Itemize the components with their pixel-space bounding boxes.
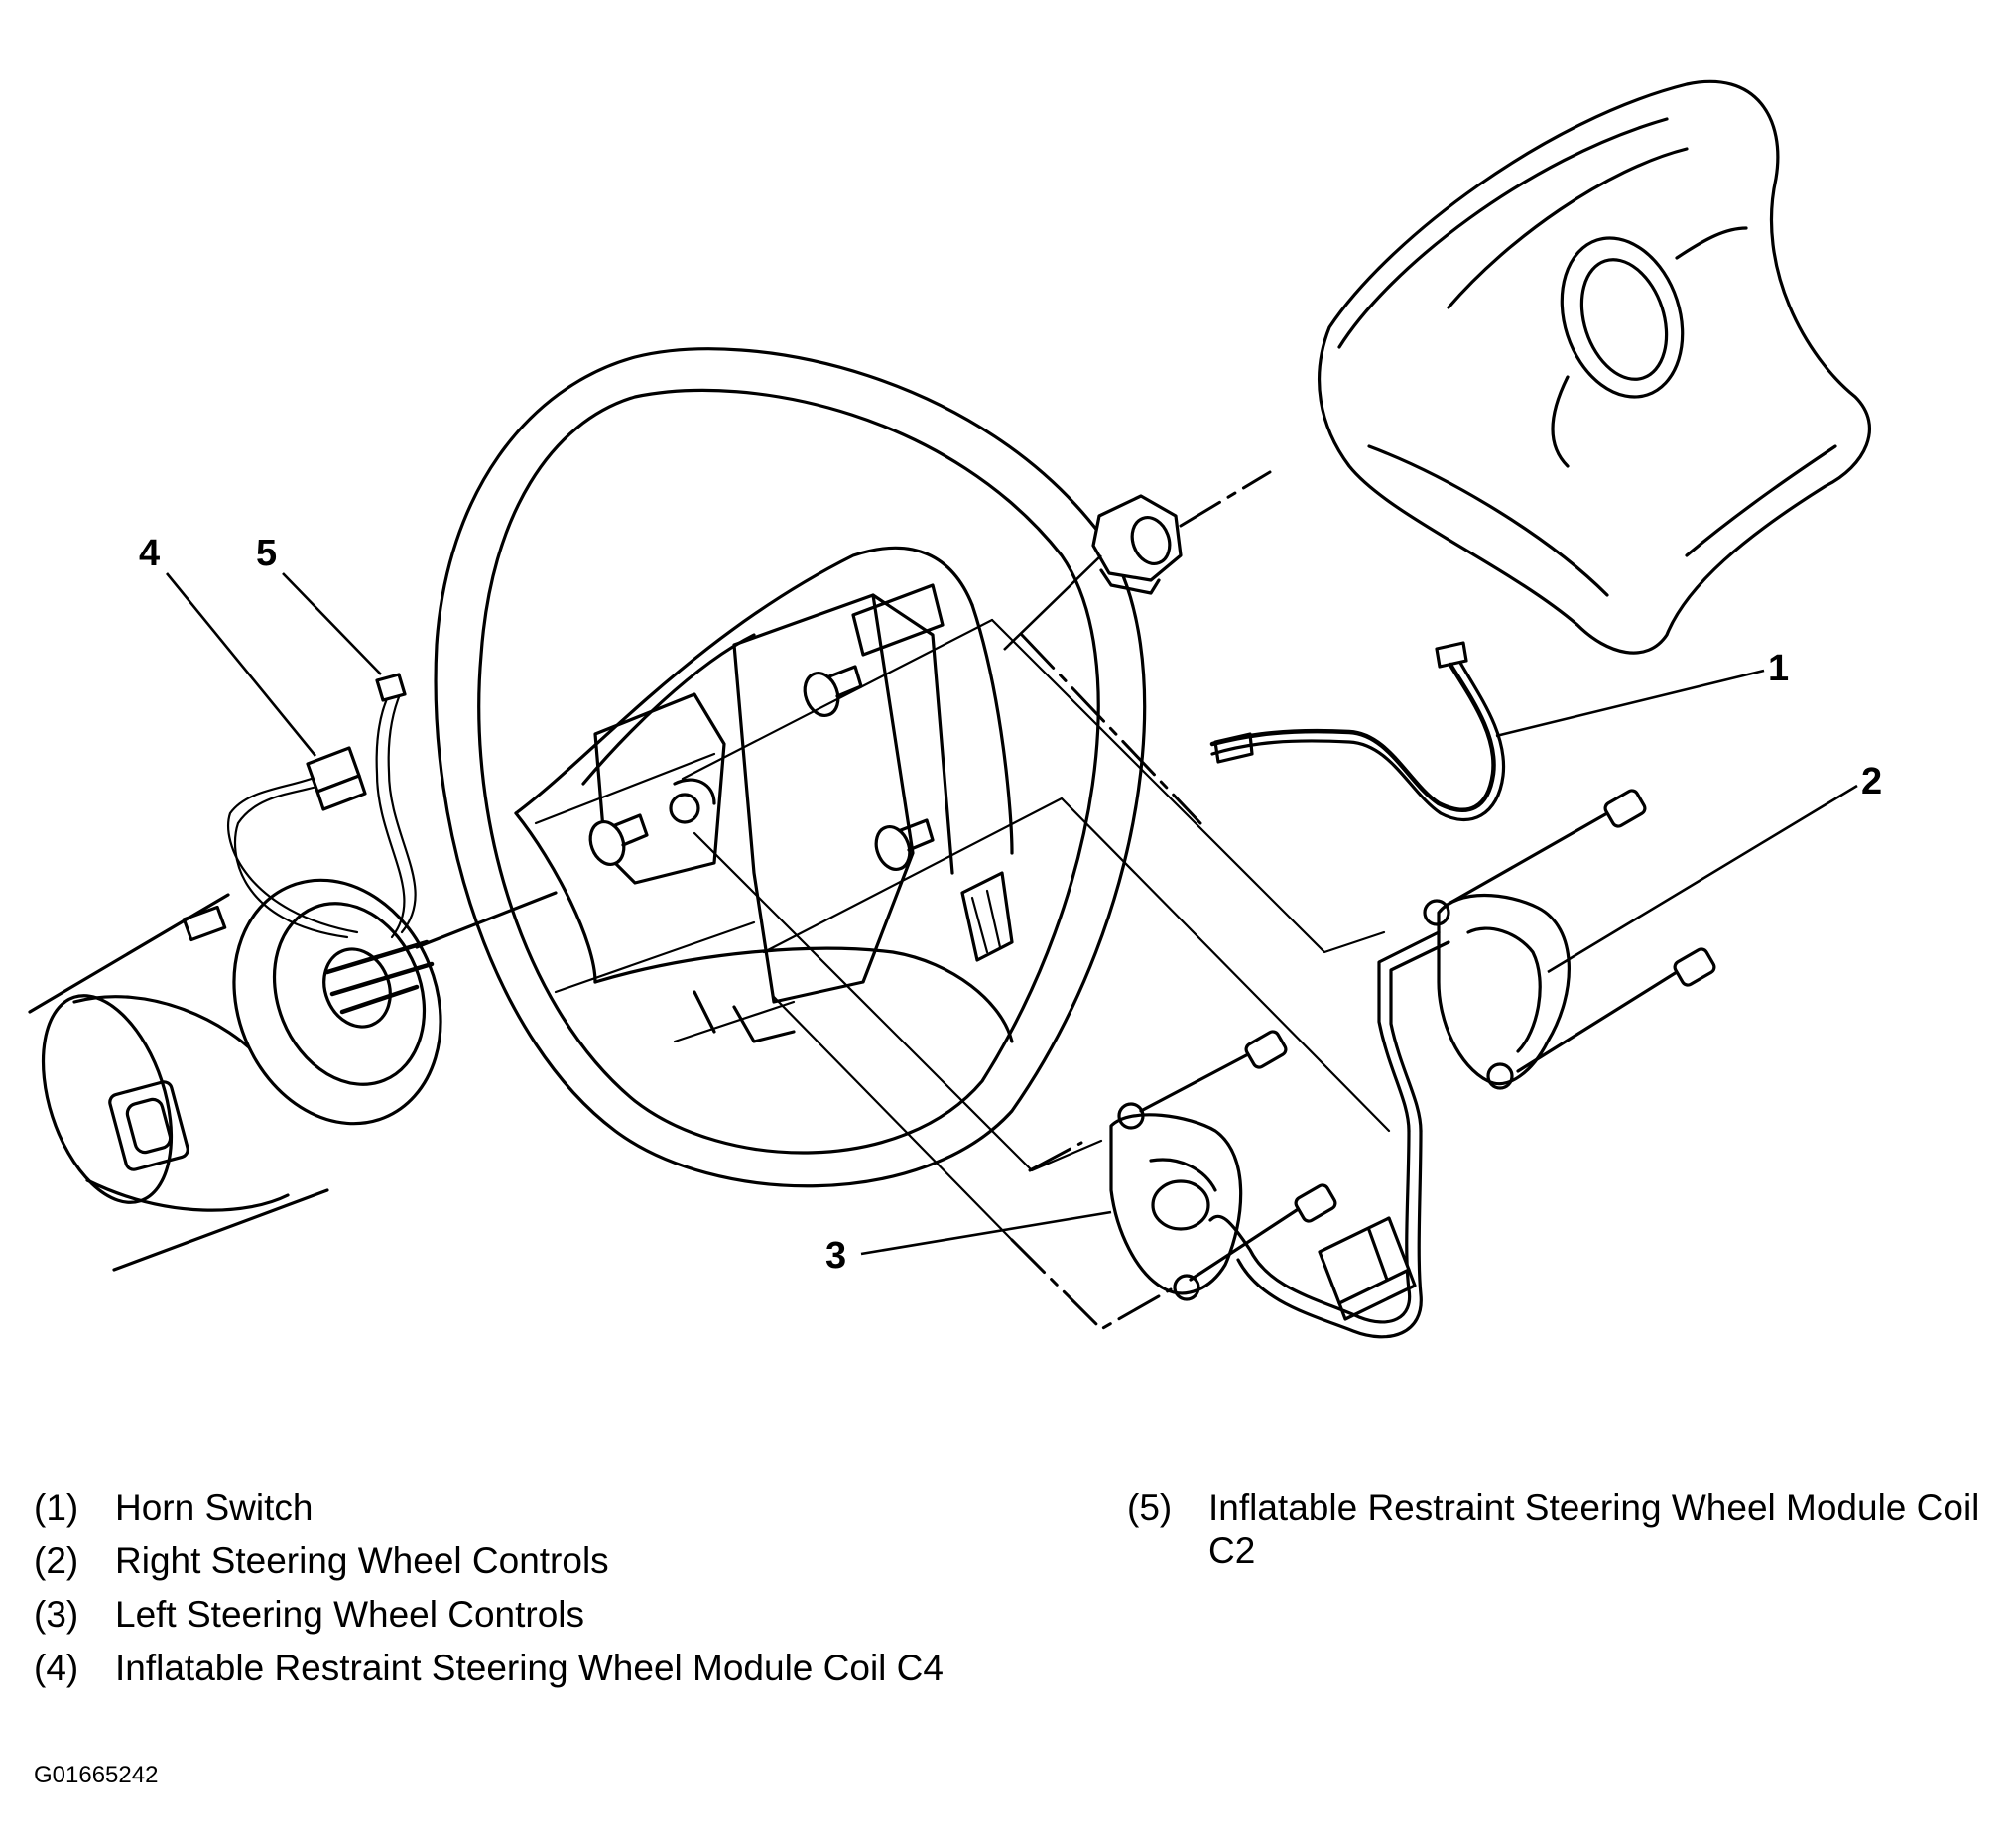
legend-number: (5) — [1127, 1487, 1173, 1528]
steering-wheel — [434, 347, 1147, 1188]
steering-wheel-exploded-diagram: 4 5 — [28, 79, 1882, 1339]
steering-wheel-nut — [1091, 494, 1183, 595]
legend-number: (3) — [34, 1594, 79, 1635]
callout-5: 5 — [256, 533, 277, 574]
legend-item-right-controls: (2) Right Steering Wheel Controls — [34, 1539, 1026, 1583]
legend-text: Horn Switch — [115, 1487, 314, 1528]
legend-text: Right Steering Wheel Controls — [115, 1540, 609, 1581]
figure-id: G01665242 — [34, 1762, 159, 1788]
callout-3: 3 — [825, 1235, 846, 1277]
legend-number: (1) — [34, 1487, 79, 1528]
left-control-screw — [1139, 1030, 1288, 1113]
inflatable-restraint-coil — [227, 690, 558, 1126]
wheel-stud — [588, 813, 649, 866]
inflatable-restraint-module — [1318, 79, 1872, 655]
horn-switch-harness — [1209, 641, 1506, 822]
wheel-stud — [803, 665, 863, 717]
alignment-lines — [534, 618, 1391, 1331]
legend-item-horn-switch: (1) Horn Switch — [34, 1486, 1026, 1530]
wheel-stud — [874, 818, 935, 871]
legend-text: Inflatable Restraint Steering Wheel Modu… — [115, 1648, 944, 1688]
coil-c2-wire — [375, 692, 406, 939]
legend-item-left-controls: (3) Left Steering Wheel Controls — [34, 1593, 1026, 1637]
callout-1: 1 — [1768, 648, 1789, 689]
callout-4: 4 — [139, 533, 160, 574]
left-steering-wheel-controls — [1109, 1102, 1243, 1301]
right-control-screw — [1449, 789, 1647, 905]
legend-text: Inflatable Restraint Steering Wheel Modu… — [1208, 1487, 1980, 1571]
legend-item-coil-c2: (5) Inflatable Restraint Steering Wheel … — [1127, 1486, 2000, 1573]
coil-c4-connector — [306, 746, 367, 811]
legend-number: (4) — [34, 1648, 79, 1688]
legend-column-right: (5) Inflatable Restraint Steering Wheel … — [1127, 1486, 2000, 1583]
legend-item-coil-c4: (4) Inflatable Restraint Steering Wheel … — [34, 1647, 1026, 1690]
right-steering-wheel-controls — [1377, 894, 1571, 1133]
controls-harness — [1208, 1129, 1423, 1339]
right-control-screw — [1516, 947, 1716, 1073]
legend-number: (2) — [34, 1540, 79, 1581]
callout-2: 2 — [1861, 761, 1882, 802]
legend-column-left: (1) Horn Switch (2) Right Steering Wheel… — [34, 1486, 1026, 1700]
ignition-switch-bezel — [108, 1080, 189, 1171]
coil-c4-wire — [233, 782, 349, 939]
legend-text: Left Steering Wheel Controls — [115, 1594, 585, 1635]
coil-c2-connector — [375, 673, 407, 702]
